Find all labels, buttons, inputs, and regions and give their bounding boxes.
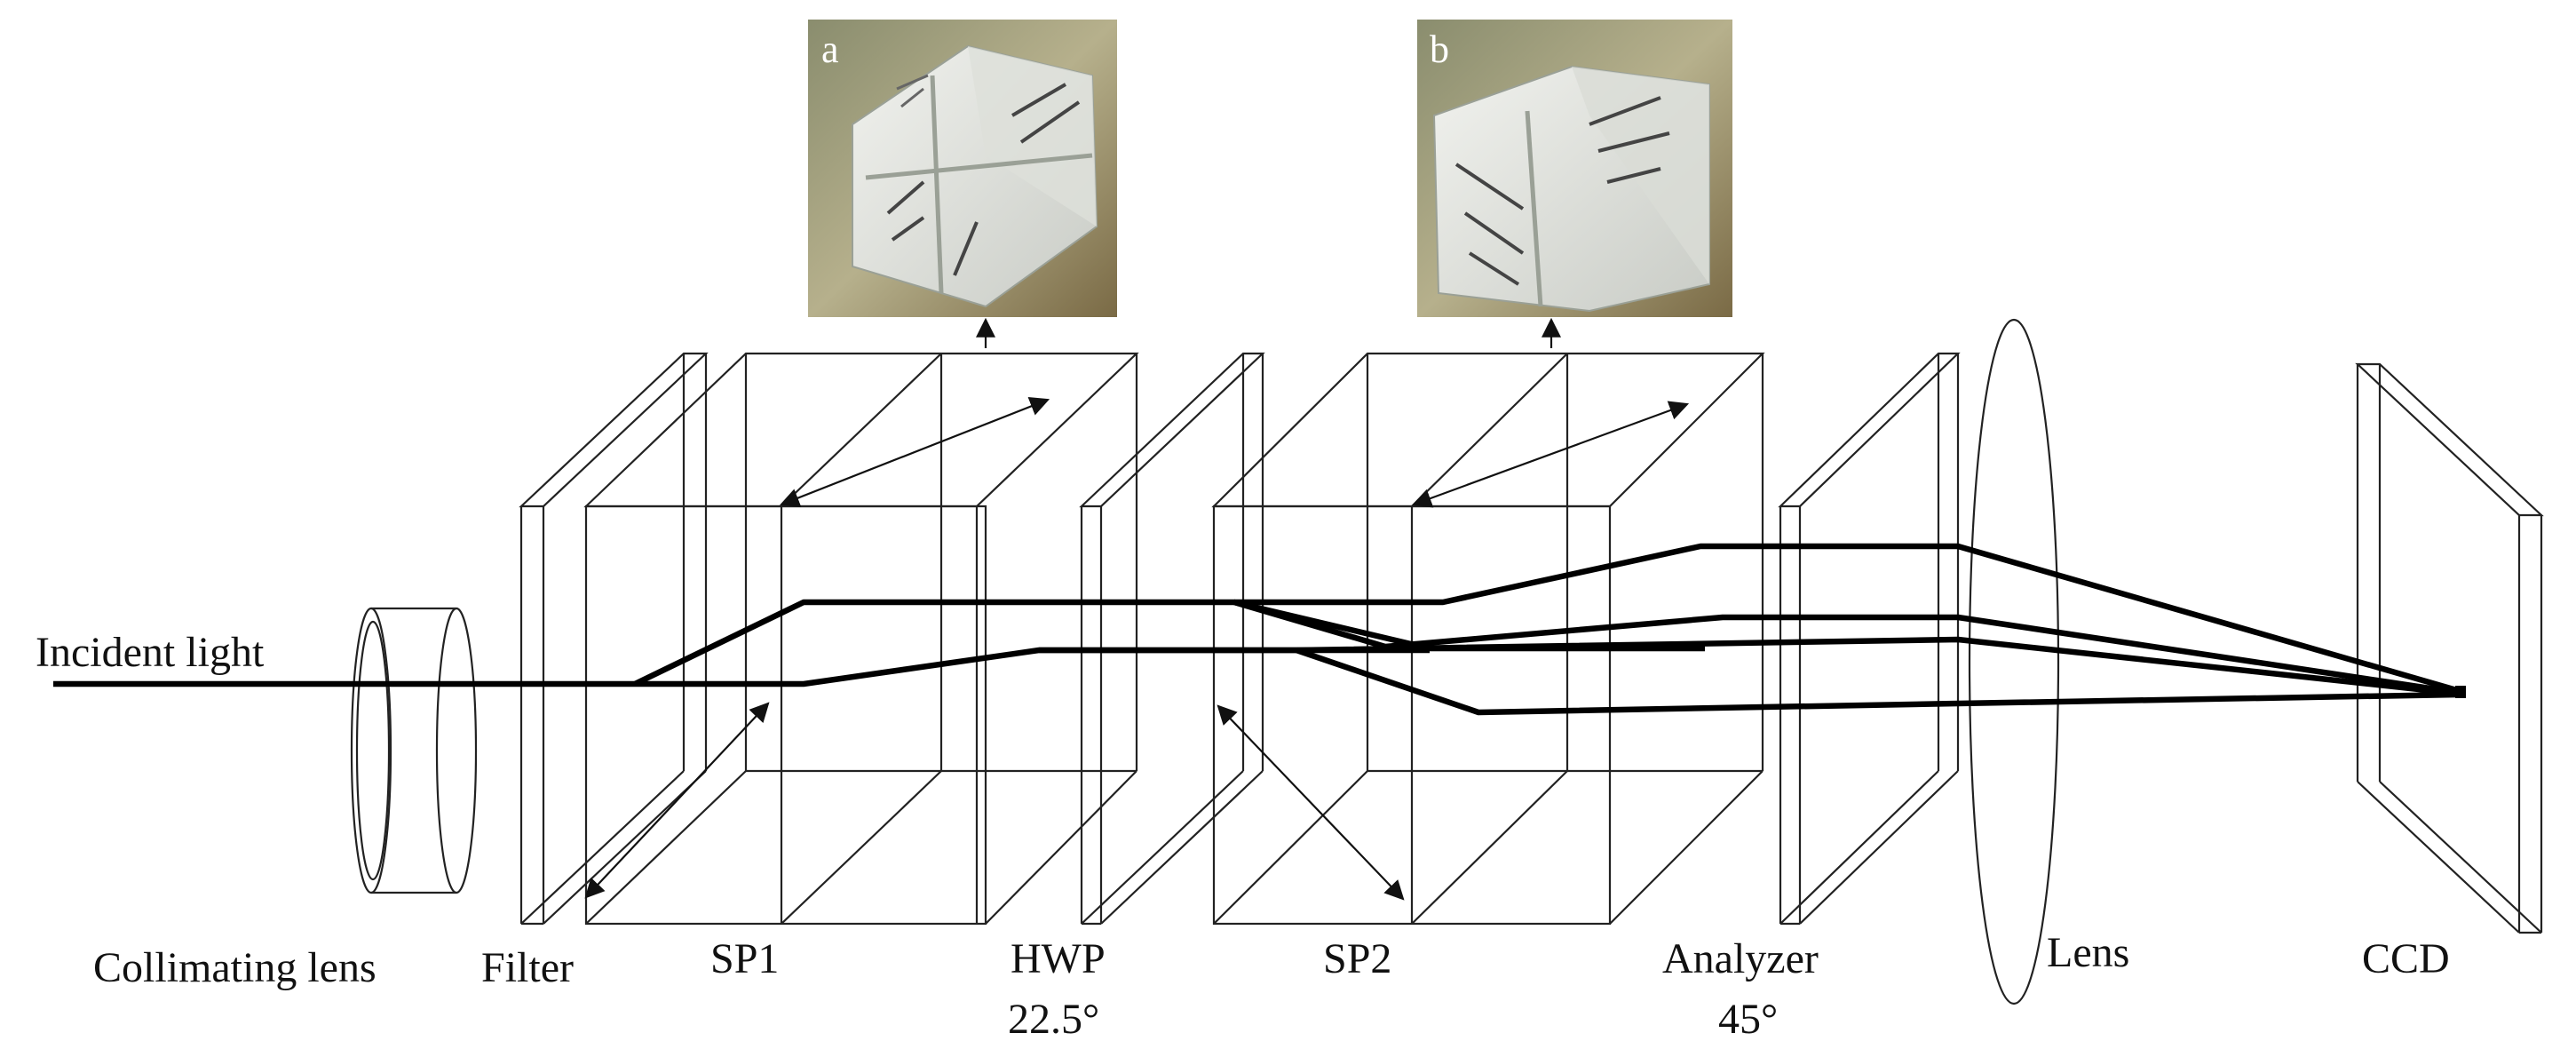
sp1-optic-axis-arrow-top bbox=[779, 397, 1050, 507]
label-analyzer-angle: 45° bbox=[1718, 996, 1778, 1043]
collimating-lens bbox=[350, 607, 478, 894]
label-filter: Filter bbox=[481, 944, 574, 991]
upper-beam-after-sp1 bbox=[633, 599, 1705, 687]
ccd-sensor bbox=[2355, 362, 2544, 934]
label-lens: Lens bbox=[2047, 929, 2129, 976]
label-sp1: SP1 bbox=[710, 935, 779, 982]
ray-3 bbox=[1039, 636, 2461, 697]
photo-a-sp1-crystal: a bbox=[808, 20, 1117, 317]
sp2-optic-axis-arrow-bottom bbox=[1217, 704, 1405, 901]
photo-b-sp2-crystal: b bbox=[1417, 20, 1732, 317]
label-ccd: CCD bbox=[2362, 935, 2450, 982]
label-sp2: SP2 bbox=[1323, 935, 1391, 982]
photo-b-label: b bbox=[1430, 28, 1449, 71]
label-hwp: HWP bbox=[1011, 935, 1106, 982]
filter-plate bbox=[519, 352, 709, 926]
light-beams bbox=[53, 543, 2466, 716]
label-hwp-angle: 22.5° bbox=[1008, 996, 1099, 1043]
sp2-optic-axis-arrow-top bbox=[1411, 401, 1690, 508]
sp1-optic-axis-arrow-bottom bbox=[584, 702, 770, 899]
ray-1 bbox=[1234, 543, 2461, 695]
photo-a-label: a bbox=[821, 28, 839, 71]
analyzer-plate bbox=[1778, 352, 1961, 926]
label-analyzer: Analyzer bbox=[1662, 935, 1819, 982]
ray-4 bbox=[1295, 647, 2461, 716]
ray-2 bbox=[1233, 599, 2461, 696]
half-wave-plate bbox=[1079, 352, 1265, 926]
savart-plate-sp1 bbox=[583, 352, 1139, 926]
label-incident-light: Incident light bbox=[36, 629, 265, 676]
imaging-lens bbox=[1968, 318, 2060, 1005]
label-collimating-lens: Collimating lens bbox=[93, 944, 376, 991]
